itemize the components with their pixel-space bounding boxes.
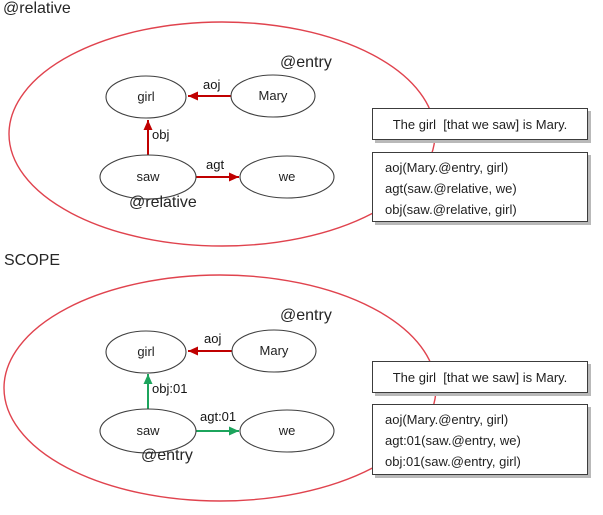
node-we-label-bottom: we xyxy=(278,423,296,438)
scope-graph: girl Mary saw we xyxy=(3,274,437,502)
edge-label-aoj-top: aoj xyxy=(203,77,221,92)
entry-annotation-top: @entry xyxy=(280,54,332,71)
node-mary-top xyxy=(230,74,316,118)
node-we-top xyxy=(239,155,335,199)
sentence-box-top: The girl [that we saw] is Mary. xyxy=(372,108,588,140)
node-mary-bottom xyxy=(231,329,317,373)
relation-line: aoj(Mary.@entry, girl) xyxy=(385,160,509,175)
node-girl-label-top: girl xyxy=(137,89,154,104)
edge-label-obj-top: obj xyxy=(152,127,170,142)
node-we-label-top: we xyxy=(278,169,296,184)
node-mary-label-top: Mary xyxy=(259,88,288,103)
node-girl-top xyxy=(105,75,187,119)
relative-section-label: @relative xyxy=(3,0,71,17)
entry-annotation-under-saw: @entry xyxy=(141,447,193,464)
node-girl-bottom xyxy=(105,330,187,374)
node-saw-label-top: saw xyxy=(136,169,160,184)
relative-graph: girl Mary saw we xyxy=(8,21,436,247)
node-saw-label-bottom: saw xyxy=(136,423,160,438)
entry-annotation-bottom: @entry xyxy=(280,307,332,324)
node-we-bottom xyxy=(239,409,335,453)
edge-label-obj01-bottom: obj:01 xyxy=(152,381,188,396)
scope-section-label: SCOPE xyxy=(4,252,61,269)
node-mary-label-bottom: Mary xyxy=(260,343,289,358)
sentence-text-top: The girl [that we saw] is Mary. xyxy=(392,116,568,132)
relation-line: obj(saw.@relative, girl) xyxy=(385,202,517,217)
relation-line: aoj(Mary.@entry, girl) xyxy=(385,412,509,427)
node-saw-bottom xyxy=(99,408,197,454)
edge-label-aoj-bottom: aoj xyxy=(204,331,222,346)
relative-annotation-under-saw: @relative xyxy=(129,194,197,211)
relation-line: agt:01(saw.@entry, we) xyxy=(385,433,521,448)
sentence-box-bottom: The girl [that we saw] is Mary. xyxy=(372,361,588,393)
node-saw-top xyxy=(99,154,197,200)
relation-line: obj:01(saw.@entry, girl) xyxy=(385,454,521,469)
sentence-text-bottom: The girl [that we saw] is Mary. xyxy=(392,369,568,385)
edge-label-agt01-bottom: agt:01 xyxy=(200,409,237,424)
relations-box-bottom: aoj(Mary.@entry, girl) agt:01(saw.@entry… xyxy=(372,404,588,475)
relation-line: agt(saw.@relative, we) xyxy=(385,181,517,196)
relations-box-top: aoj(Mary.@entry, girl) agt(saw.@relative… xyxy=(372,152,588,222)
edge-label-agt-top: agt xyxy=(206,157,225,172)
node-girl-label-bottom: girl xyxy=(137,344,154,359)
